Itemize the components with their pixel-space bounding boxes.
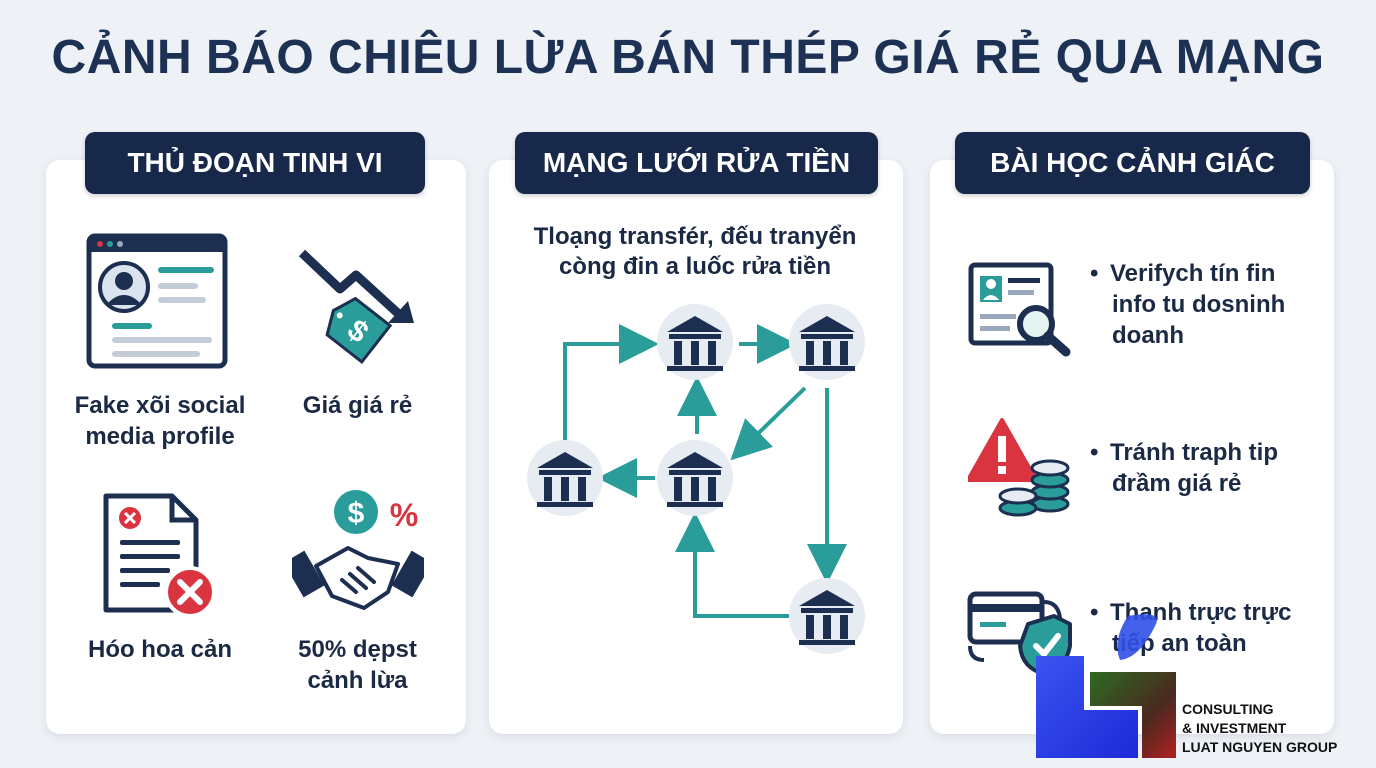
laundering-header: MẠNG LƯỚI RỬA TIỀN [515,132,878,194]
warning-coins-icon [968,418,1070,517]
fake-profile-icon [86,233,228,369]
tactic-label-fake-invoice: Hóo hoa cản [87,636,232,663]
lessons-header: BÀI HỌC CẢNH GIÁC [955,132,1310,194]
svg-text:%: % [390,497,418,533]
verify-id-icon [968,262,1071,357]
tactic-label-cheap-price: Giá giá rẻ [302,392,413,419]
tactics-header: THỦ ĐOẠN TINH VI [85,132,425,194]
lesson-verify-text: •Verifych tín fin info tu dosninh doanh [1090,260,1286,349]
lesson-avoid-text: •Tránh traph tip đrầm giá rẻ [1090,439,1278,497]
bank-node-3 [527,440,603,516]
svg-text:$: $ [348,497,365,530]
document-reject-icon [103,493,216,618]
luat-nguyen-logo [1036,614,1176,758]
bank-node-1 [657,304,733,380]
laundering-flow-diagram [527,304,865,654]
handshake-deposit-icon: $ % [292,490,424,610]
bank-node-2 [789,304,865,380]
bank-node-4 [657,440,733,516]
price-drop-tag-icon: $ [298,249,414,364]
logo-text: CONSULTING & INVESTMENT LUAT NGUYEN GROU… [1182,701,1338,755]
page-title: CẢNH BÁO CHIÊU LỪA BÁN THÉP GIÁ RẺ QUA M… [51,31,1325,84]
bank-node-5 [789,578,865,654]
